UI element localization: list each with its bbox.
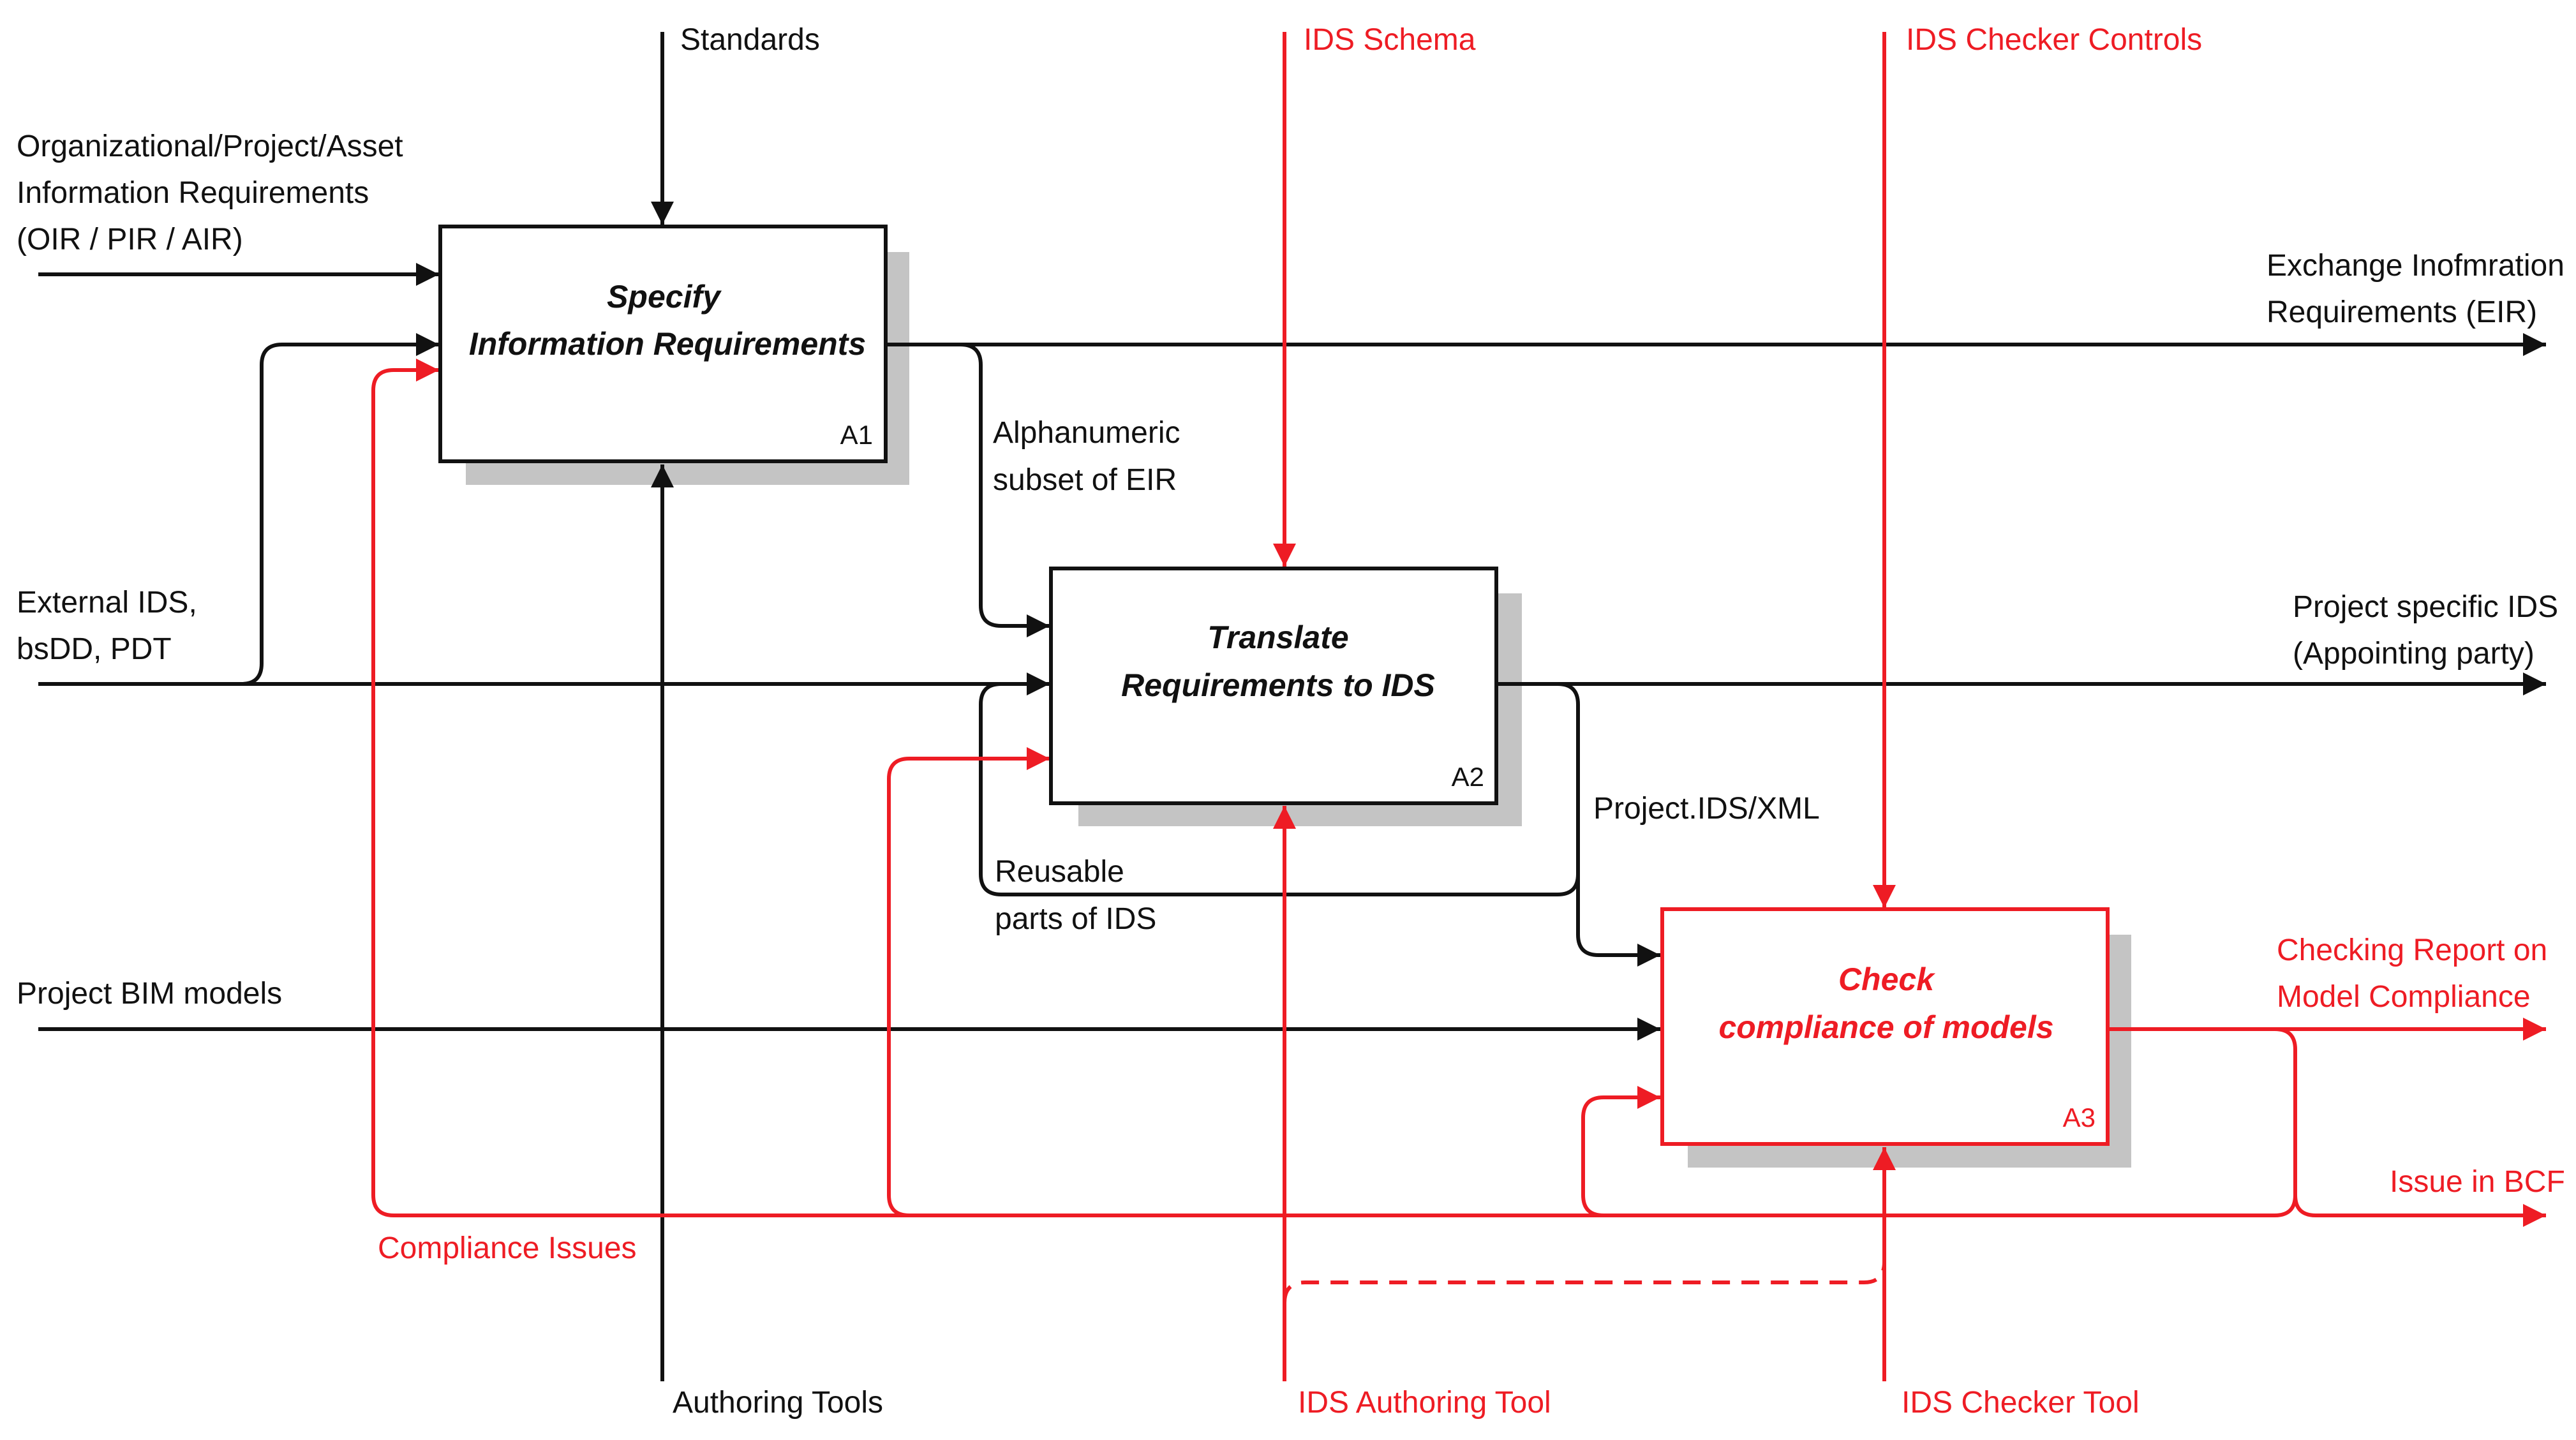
- a1-id: A1: [840, 420, 873, 450]
- oir-label-line3: (OIR / PIR / AIR): [17, 223, 243, 256]
- standards-label: Standards: [680, 23, 820, 57]
- ids-checker-controls-label: IDS Checker Controls: [1906, 23, 2202, 57]
- box-a1: [438, 225, 888, 463]
- ids-checker-tool-label: IDS Checker Tool: [1902, 1386, 2140, 1420]
- project-ids-label-line2: (Appointing party): [2293, 637, 2535, 671]
- project-ids-label-line1: Project specific IDS: [2293, 590, 2558, 624]
- feedback-a3: [1581, 1086, 1660, 1217]
- project-ids-xml-path: [1557, 682, 1660, 967]
- checking-report-label-line2: Model Compliance: [2277, 980, 2531, 1014]
- reusable-loop: [979, 682, 1580, 896]
- a2-title-line2: Requirements to IDS: [1121, 667, 1435, 703]
- reusable-label-line2: parts of IDS: [995, 902, 1156, 936]
- red-connectors: [371, 32, 2546, 1381]
- a1-title-line2: Information Requirements: [469, 326, 866, 362]
- ids-schema-label: IDS Schema: [1304, 23, 1476, 57]
- a3-title-line2: compliance of models: [1718, 1009, 2053, 1045]
- checking-report-label-line1: Checking Report on: [2277, 933, 2547, 967]
- a2-title-line1: Translate: [1207, 620, 1348, 655]
- a2-id: A2: [1452, 762, 1484, 792]
- project-ids-xml-label: Project.IDS/XML: [1593, 792, 1820, 826]
- compliance-issues-loop: [371, 359, 2297, 1217]
- eir-label-line2: Requirements (EIR): [2267, 295, 2537, 329]
- black-connectors: [38, 32, 2546, 1381]
- a3-title-line1: Check: [1838, 961, 1935, 997]
- tools-dashed-link: [1283, 1261, 1886, 1303]
- box-a2: [1049, 567, 1498, 805]
- eir-label-line1: Exchange Inofmration: [2267, 249, 2565, 283]
- feedback-a2: [887, 747, 1050, 1217]
- a1-title-line1: Specify: [607, 279, 722, 315]
- issue-bcf-label: Issue in BCF: [2390, 1165, 2565, 1199]
- oir-label-line1: Organizational/Project/Asset: [17, 130, 403, 163]
- external-ids-branch: [241, 333, 439, 686]
- compliance-issues-label: Compliance Issues: [378, 1231, 637, 1265]
- reusable-label-line1: Reusable: [995, 855, 1124, 889]
- alphanumeric-label-line2: subset of EIR: [993, 463, 1177, 497]
- alphanumeric-branch: [960, 343, 1050, 637]
- ids-authoring-tool-label: IDS Authoring Tool: [1298, 1386, 1551, 1420]
- project-bim-label: Project BIM models: [17, 977, 282, 1011]
- alphanumeric-label-line1: Alphanumeric: [993, 416, 1180, 450]
- external-ids-label-line1: External IDS,: [17, 586, 197, 620]
- external-ids-label-line2: bsDD, PDT: [17, 632, 172, 666]
- authoring-tools-label: Authoring Tools: [673, 1386, 883, 1420]
- box-a3: [1660, 907, 2110, 1146]
- a3-id: A3: [2063, 1102, 2096, 1132]
- oir-label-line2: Information Requirements: [17, 176, 369, 210]
